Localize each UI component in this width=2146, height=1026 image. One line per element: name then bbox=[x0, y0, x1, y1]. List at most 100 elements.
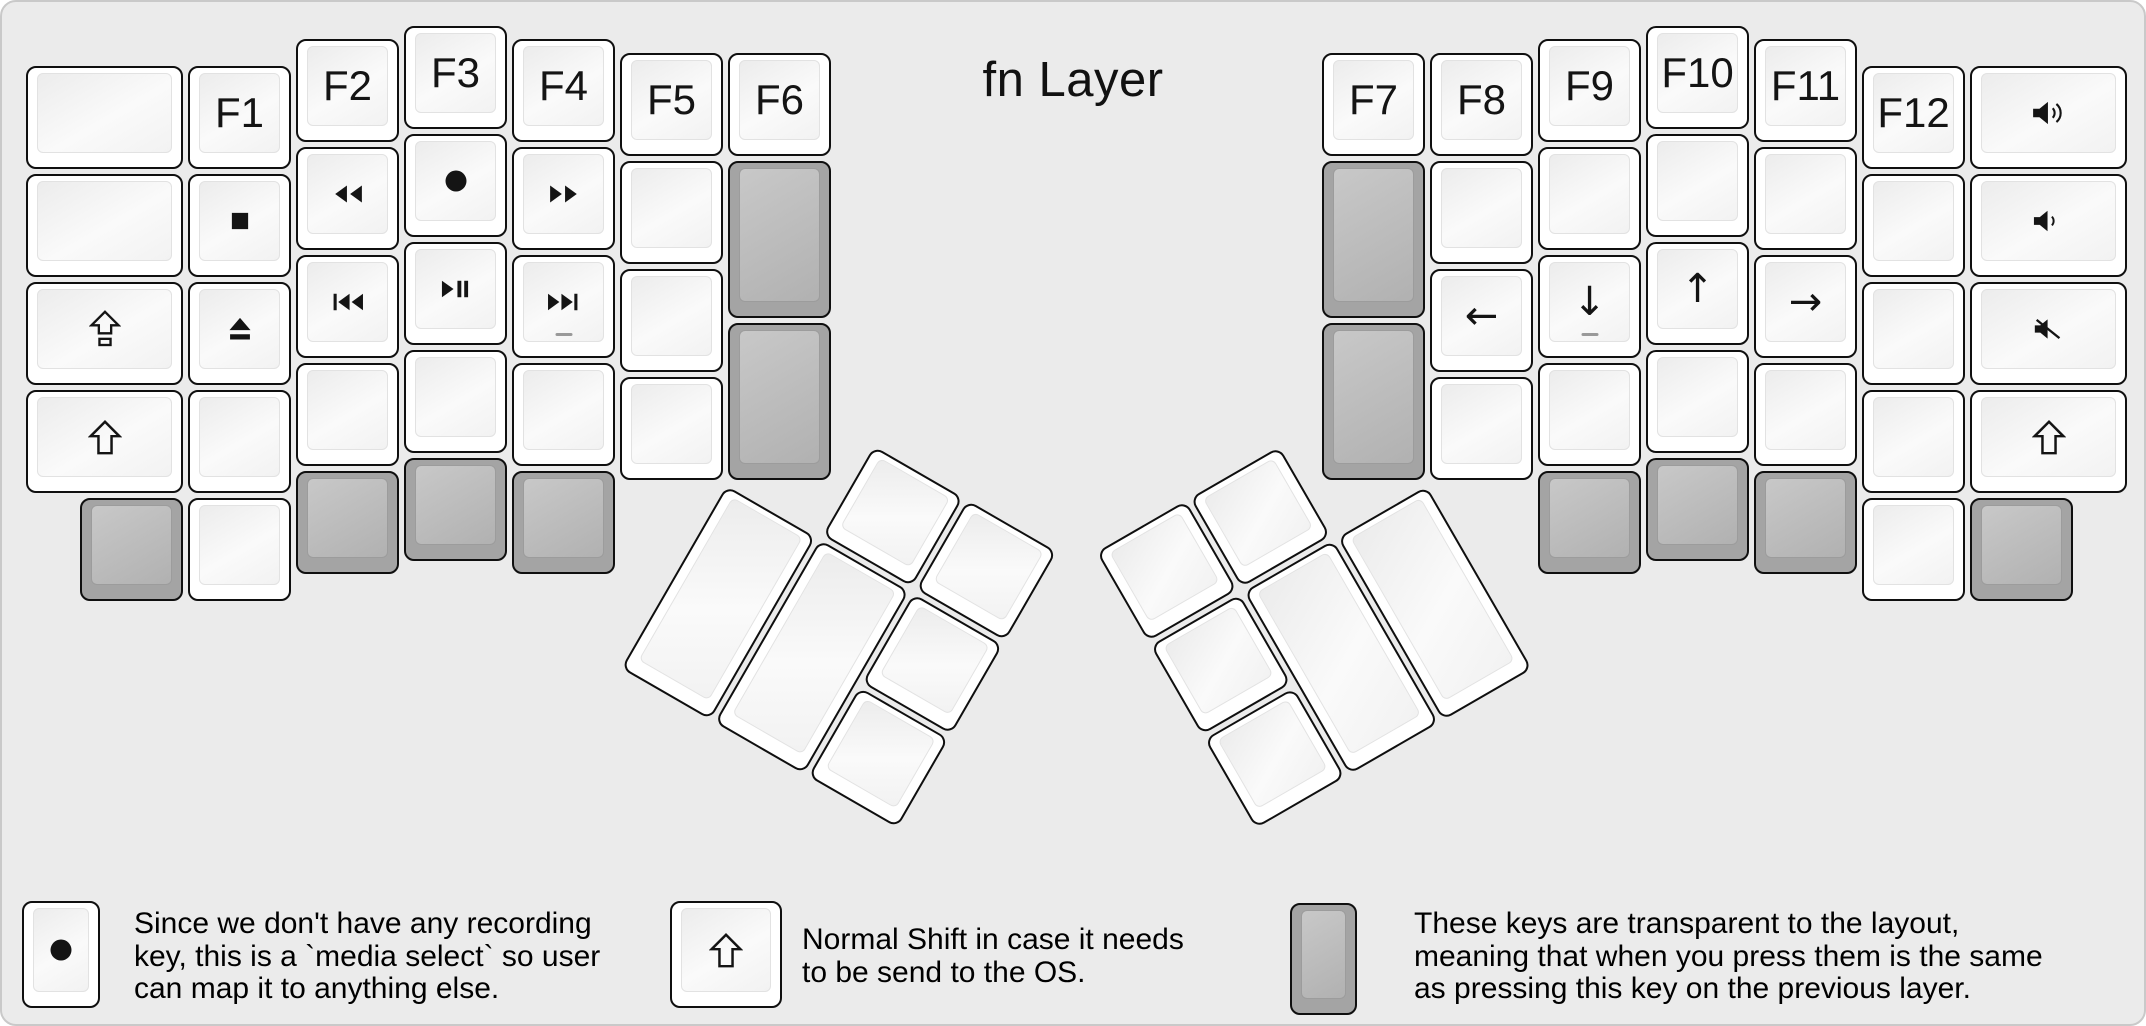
key-record[interactable] bbox=[404, 133, 507, 237]
key-f7[interactable]: F7 bbox=[1322, 52, 1425, 156]
play-pause-icon bbox=[440, 276, 471, 302]
key-transparent[interactable] bbox=[1646, 457, 1749, 561]
caps-lock-icon bbox=[88, 309, 121, 349]
key-blank[interactable] bbox=[1862, 390, 1965, 493]
key-blank[interactable] bbox=[1862, 498, 1965, 601]
keytop-surface bbox=[37, 289, 172, 369]
key-transparent[interactable] bbox=[1322, 160, 1425, 318]
key-arrow-down-glyph: ↓ bbox=[1572, 279, 1607, 325]
keytop-surface bbox=[1549, 478, 1630, 558]
key-blank[interactable] bbox=[188, 390, 291, 493]
keytop-surface bbox=[523, 262, 604, 342]
note-line: to be send to the OS. bbox=[802, 955, 1086, 989]
key-blank[interactable] bbox=[512, 363, 615, 466]
note-key-shift[interactable] bbox=[670, 901, 782, 1008]
keytop-surface bbox=[307, 154, 388, 234]
key-blank[interactable] bbox=[1430, 376, 1533, 480]
key-blank[interactable] bbox=[1754, 147, 1857, 250]
key-blank[interactable] bbox=[1862, 282, 1965, 385]
key-f3[interactable]: F3 bbox=[404, 25, 507, 129]
key-label: F8 bbox=[1456, 75, 1506, 123]
key-label: F2 bbox=[322, 62, 372, 109]
key-f2[interactable]: F2 bbox=[296, 39, 399, 142]
key-mute[interactable] bbox=[1970, 282, 2127, 385]
key-rewind[interactable] bbox=[296, 147, 399, 250]
key-f4[interactable]: F4 bbox=[512, 39, 615, 142]
key-stop[interactable] bbox=[188, 174, 291, 277]
key-transparent[interactable] bbox=[1538, 471, 1641, 574]
key-blank[interactable] bbox=[620, 268, 723, 372]
key-blank[interactable] bbox=[620, 376, 723, 480]
key-transparent[interactable] bbox=[1970, 498, 2073, 601]
key-eject[interactable] bbox=[188, 282, 291, 385]
key-f9[interactable]: F9 bbox=[1538, 39, 1641, 142]
volume-down-icon bbox=[2032, 208, 2065, 234]
key-blank[interactable] bbox=[1646, 349, 1749, 453]
key-arrow-right[interactable]: → bbox=[1754, 255, 1857, 358]
key-blank[interactable] bbox=[404, 349, 507, 453]
key-blank[interactable] bbox=[26, 174, 183, 277]
key-f6[interactable]: F6 bbox=[728, 52, 831, 156]
key-arrow-up-glyph: ↑ bbox=[1680, 265, 1715, 312]
keytop-surface: F8 bbox=[1441, 59, 1522, 140]
key-fast-forward[interactable] bbox=[512, 147, 615, 250]
key-transparent[interactable] bbox=[296, 471, 399, 574]
keytop-surface bbox=[37, 397, 172, 477]
shift-icon bbox=[87, 419, 122, 456]
next-track-icon bbox=[547, 289, 580, 315]
keytop-surface bbox=[415, 464, 496, 545]
key-transparent[interactable] bbox=[1754, 471, 1857, 574]
key-label: F1 bbox=[214, 89, 264, 136]
record-icon bbox=[442, 167, 470, 195]
key-transparent[interactable] bbox=[80, 498, 183, 601]
key-blank[interactable] bbox=[1538, 147, 1641, 250]
key-f10[interactable]: F10 bbox=[1646, 25, 1749, 129]
key-arrow-left[interactable]: ← bbox=[1430, 268, 1533, 372]
note-text-3: These keys are transparent to the layout… bbox=[1414, 907, 2043, 1006]
key-volume-down[interactable] bbox=[1970, 174, 2127, 277]
note-key-record[interactable] bbox=[22, 901, 100, 1008]
keytop-surface bbox=[1549, 370, 1630, 450]
key-next-track[interactable] bbox=[512, 255, 615, 358]
key-transparent[interactable] bbox=[512, 471, 615, 574]
note-key-transparent[interactable] bbox=[1290, 903, 1357, 1015]
keytop-surface: ↓ bbox=[1549, 262, 1630, 342]
keytop-surface bbox=[199, 397, 280, 477]
key-shift-right[interactable] bbox=[1970, 390, 2127, 493]
key-shift-left[interactable] bbox=[26, 390, 183, 493]
prev-track-icon bbox=[331, 289, 364, 315]
key-blank[interactable] bbox=[188, 498, 291, 601]
keytop-surface: F2 bbox=[307, 46, 388, 126]
key-blank[interactable] bbox=[1862, 174, 1965, 277]
keytop-surface bbox=[1981, 181, 2116, 261]
record-icon bbox=[47, 936, 75, 964]
key-label: F12 bbox=[1877, 89, 1950, 136]
key-blank[interactable] bbox=[26, 66, 183, 169]
key-caps-lock[interactable] bbox=[26, 282, 183, 385]
key-blank[interactable] bbox=[1538, 363, 1641, 466]
homing-bar bbox=[555, 332, 572, 336]
key-prev-track[interactable] bbox=[296, 255, 399, 358]
key-blank[interactable] bbox=[1430, 160, 1533, 264]
key-transparent[interactable] bbox=[728, 322, 831, 480]
key-arrow-down[interactable]: ↓ bbox=[1538, 255, 1641, 358]
key-blank[interactable] bbox=[1754, 363, 1857, 466]
keytop-surface bbox=[307, 262, 388, 342]
keytop-surface bbox=[1765, 370, 1846, 450]
key-f8[interactable]: F8 bbox=[1430, 52, 1533, 156]
key-f12[interactable]: F12 bbox=[1862, 66, 1965, 169]
keytop-surface: F6 bbox=[739, 59, 820, 140]
key-blank[interactable] bbox=[620, 160, 723, 264]
key-transparent[interactable] bbox=[1322, 322, 1425, 480]
key-f11[interactable]: F11 bbox=[1754, 39, 1857, 142]
key-f1[interactable]: F1 bbox=[188, 66, 291, 169]
key-blank[interactable] bbox=[1646, 133, 1749, 237]
key-f5[interactable]: F5 bbox=[620, 52, 723, 156]
key-transparent[interactable] bbox=[404, 457, 507, 561]
key-transparent[interactable] bbox=[728, 160, 831, 318]
key-arrow-up[interactable]: ↑ bbox=[1646, 241, 1749, 345]
keytop-surface: F10 bbox=[1657, 32, 1738, 113]
key-volume-up[interactable] bbox=[1970, 66, 2127, 169]
key-play-pause[interactable] bbox=[404, 241, 507, 345]
key-blank[interactable] bbox=[296, 363, 399, 466]
